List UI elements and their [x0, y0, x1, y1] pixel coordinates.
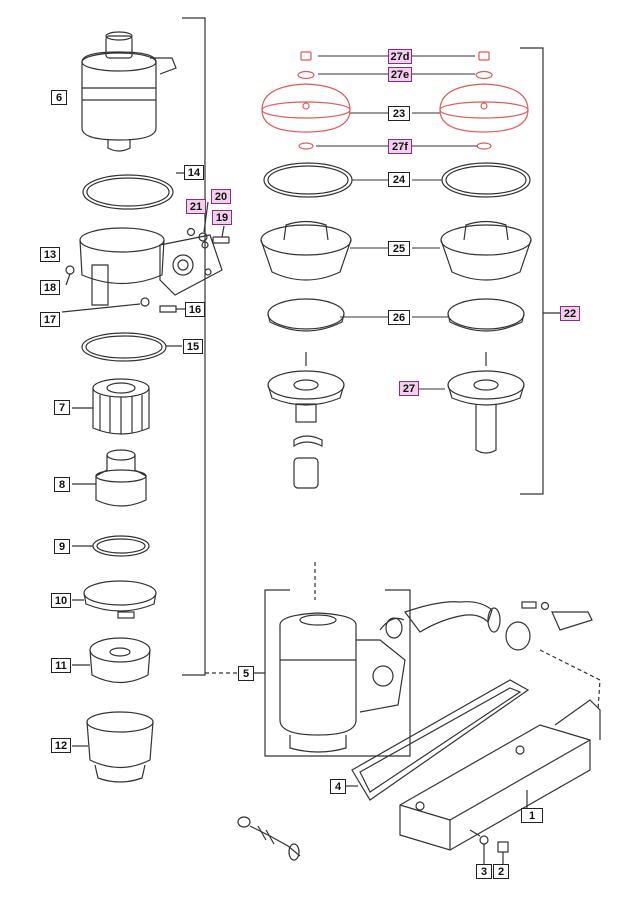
part-9-ring [72, 535, 150, 557]
part-7-filter [72, 378, 150, 435]
callout-21[interactable]: 21 [186, 199, 206, 214]
callout-20[interactable]: 20 [211, 189, 231, 204]
callout-24[interactable]: 24 [388, 172, 410, 187]
left-bracket [182, 17, 238, 676]
leader-lines [316, 55, 478, 390]
part-26-gaskets [267, 298, 525, 332]
callout-16[interactable]: 16 [185, 302, 205, 317]
callout-9[interactable]: 9 [54, 539, 70, 554]
part-1-intercooler [399, 649, 601, 851]
parts-2-3-bolt-washer [469, 829, 509, 864]
callout-17[interactable]: 17 [40, 312, 60, 327]
callout-8[interactable]: 8 [54, 477, 70, 492]
part-12-bowl [72, 711, 154, 783]
part-13-clamp-band [61, 227, 223, 313]
callout-18[interactable]: 18 [40, 280, 60, 295]
callout-23[interactable]: 23 [388, 106, 410, 121]
mounting-bracket-hardware [521, 601, 593, 631]
callout-15[interactable]: 15 [183, 339, 203, 354]
right-bracket [520, 47, 560, 495]
callout-4[interactable]: 4 [330, 779, 346, 794]
part-11-cap [72, 637, 151, 684]
callout-13[interactable]: 13 [40, 247, 60, 262]
callout-5[interactable]: 5 [238, 666, 254, 681]
red-parts-23-27 [261, 51, 529, 150]
installed-assembly-frame [246, 562, 411, 757]
callout-26[interactable]: 26 [388, 310, 410, 325]
installed-air-cleaner [279, 612, 406, 753]
callout-19[interactable]: 19 [212, 210, 232, 225]
callout-1[interactable]: 1 [521, 808, 543, 823]
part-24-rings [263, 162, 531, 198]
callout-25[interactable]: 25 [388, 241, 410, 256]
part-27-vane-assemblies [267, 352, 525, 489]
part-14-ring [82, 172, 184, 210]
callout-6[interactable]: 6 [51, 90, 67, 105]
callout-12[interactable]: 12 [51, 738, 71, 753]
callout-27e[interactable]: 27e [388, 67, 412, 82]
part-4-gasket [346, 679, 530, 801]
callout-2[interactable]: 2 [493, 864, 509, 879]
part-6-housing [81, 31, 177, 152]
part-15-ring [81, 332, 182, 362]
callout-27[interactable]: 27 [399, 381, 419, 396]
callout-27f[interactable]: 27f [388, 139, 412, 154]
dipstick-part [237, 816, 301, 861]
part-10-clamp [72, 580, 157, 619]
parts-19-20-21-hardware [186, 201, 230, 244]
callout-11[interactable]: 11 [51, 658, 71, 673]
callout-14[interactable]: 14 [184, 165, 204, 180]
callout-27d[interactable]: 27d [388, 49, 412, 64]
part-25-cyclones [260, 220, 532, 281]
callout-7[interactable]: 7 [54, 400, 70, 415]
callout-3[interactable]: 3 [476, 864, 492, 879]
callout-10[interactable]: 10 [51, 593, 71, 608]
intake-hose [379, 601, 531, 651]
callout-22[interactable]: 22 [560, 306, 580, 321]
part-8-inner-filter [72, 449, 147, 507]
